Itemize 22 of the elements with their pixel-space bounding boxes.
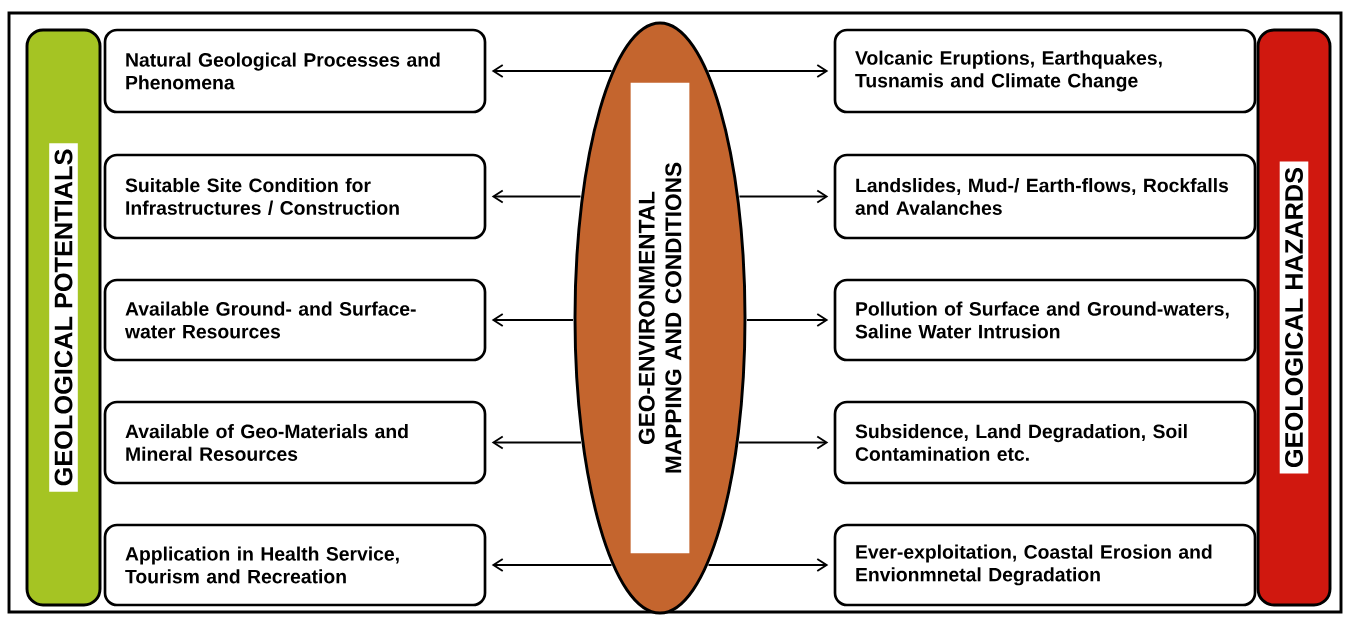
arrow (491, 435, 582, 450)
side-bar: GEOLOGICAL POTENTIALS (25, 28, 102, 607)
text-box: Pollution of Surface and Ground-waters, Saline Water Intrusion (833, 278, 1257, 362)
text-box: Volcanic Eruptions, Earthquakes, Tusnamis and Climate Change (833, 28, 1257, 114)
arrow (491, 189, 582, 204)
arrow (491, 64, 613, 78)
arrow (738, 435, 829, 450)
text-box: Available of Geo-Materials and Mineral Resources (103, 400, 487, 485)
arrow (491, 558, 613, 572)
text-box: Application in Health Service, Tourism and Recreation (103, 523, 487, 607)
text-box: Available Ground- and Surface-water Resources (103, 278, 487, 362)
arrow (738, 189, 829, 204)
text-box: Subsidence, Land Degradation, Soil Contamination etc. (833, 400, 1257, 485)
text-box: Landslides, Mud-/ Earth-flows, Rockfalls and Avalanches (833, 153, 1257, 240)
arrow (746, 313, 829, 327)
arrow (707, 64, 829, 78)
text-box: Natural Geological Processes and Phenomena (103, 28, 487, 114)
text-box: Ever-exploitation, Coastal Erosion and Envionmnetal Degradation (833, 523, 1257, 607)
arrow (491, 313, 574, 327)
arrow (707, 558, 829, 572)
side-bar: GEOLOGICAL HAZARDS (1256, 28, 1332, 607)
text-box: Suitable Site Condition for Infrastructures / Construction (103, 153, 487, 240)
